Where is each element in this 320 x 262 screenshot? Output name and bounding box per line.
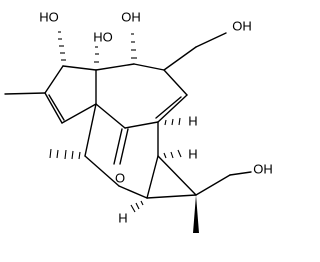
carbonyl-oxygen-label: O <box>115 171 125 186</box>
atom-labels: HO HO OH OH O H H H OH <box>39 10 272 226</box>
hydrogen-label-c8: H <box>188 114 197 129</box>
hydroxyl-label-ch2-bottom: OH <box>253 162 272 177</box>
hydroxyl-label-ch2-top: OH <box>232 19 252 34</box>
hydrogen-label-c15: H <box>118 211 127 226</box>
hydroxyl-label-c9: HO <box>93 30 113 45</box>
bond-lines <box>4 32 252 199</box>
chemical-structure: HO HO OH OH O H H H OH <box>4 10 272 233</box>
hydroxyl-label-c6: OH <box>121 10 141 25</box>
stereo-bonds <box>49 31 199 233</box>
hydrogen-label-c14: H <box>188 147 197 162</box>
hydroxyl-label-c4: HO <box>39 10 59 25</box>
